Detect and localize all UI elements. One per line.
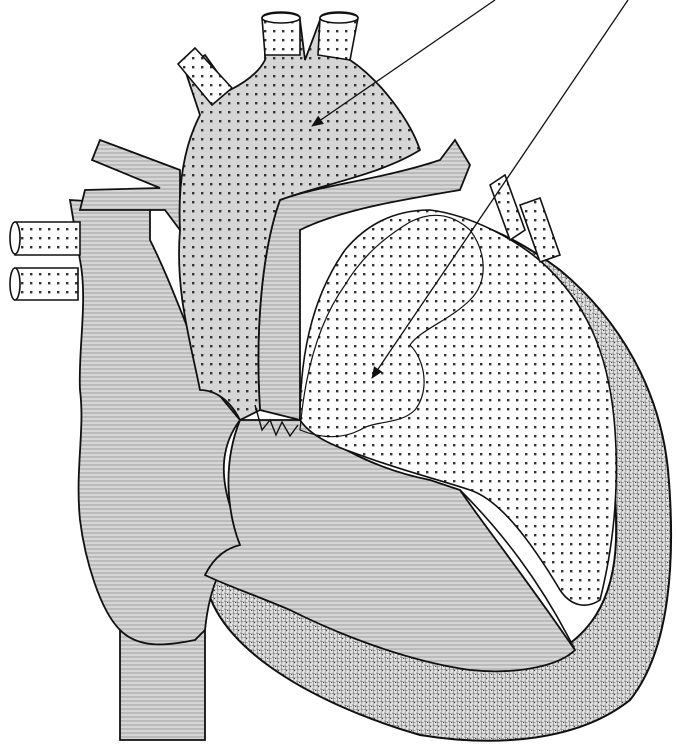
left-vein-lower-opening: [10, 268, 20, 300]
left-vein-upper-opening: [10, 222, 20, 254]
aortic-branch-1-opening: [262, 13, 300, 23]
aortic-branch-2-opening: [320, 13, 358, 23]
left-vein-lower: [15, 268, 78, 300]
left-vein-upper: [15, 222, 80, 255]
inferior-vena-cava: [120, 630, 205, 740]
pulmonary-vein-1: [490, 175, 525, 240]
